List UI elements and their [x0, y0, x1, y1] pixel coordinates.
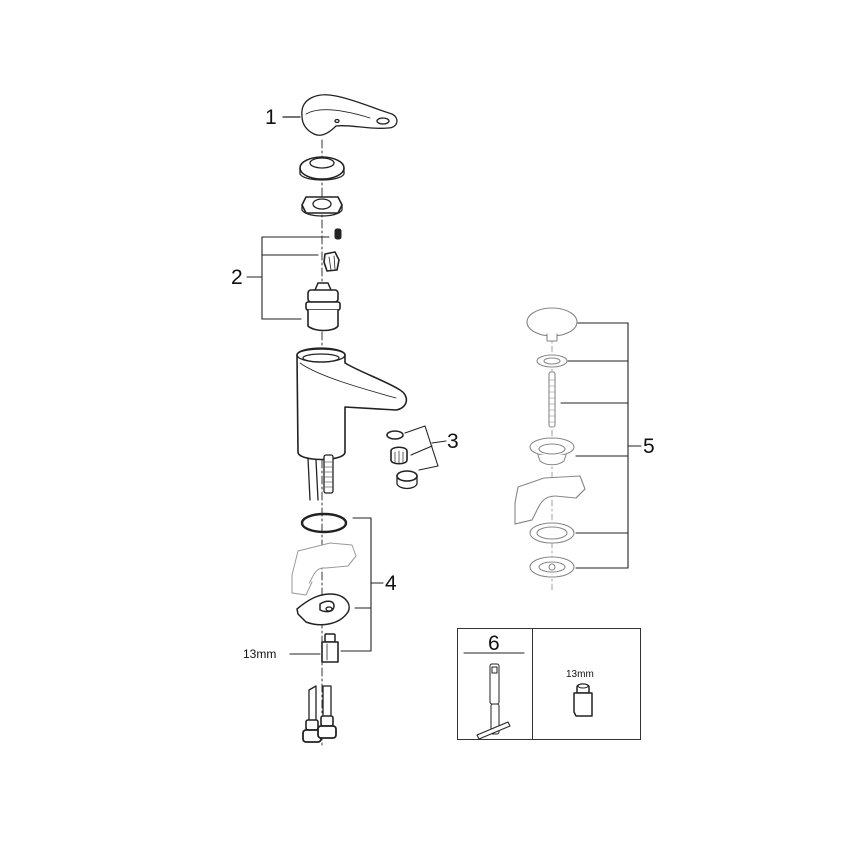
supply-hoses-part	[302, 685, 337, 743]
tool-key-part	[463, 652, 525, 740]
o-ring-part	[300, 512, 348, 534]
kit-divider	[532, 629, 533, 739]
callout-4: 4	[385, 572, 397, 595]
tools-kit-box	[457, 628, 641, 740]
mixer-body-part	[296, 347, 408, 501]
callout-1: 1	[265, 106, 277, 129]
waste-set-parts	[514, 307, 586, 591]
bracket-5	[560, 322, 642, 569]
cartridge-set-part	[305, 228, 342, 332]
basin-section-ghost-right	[514, 475, 586, 525]
basin-section-ghost	[291, 542, 357, 596]
pop-up-cap	[526, 307, 578, 337]
callout-3: 3	[447, 430, 459, 453]
escutcheon-cap-part	[299, 156, 345, 181]
callout-6: 6	[488, 632, 500, 655]
bracket-3	[404, 425, 447, 471]
tool-socket-part	[573, 683, 593, 717]
bracket-2	[246, 236, 330, 320]
bracket-4	[340, 517, 384, 652]
lever-handle-part	[301, 94, 398, 136]
threaded-stud-part	[321, 633, 339, 663]
callout-5: 5	[643, 435, 655, 458]
dimension-label-13mm: 13mm	[243, 647, 277, 661]
retaining-nut-part	[301, 196, 343, 217]
aerator-set-part	[386, 430, 418, 490]
socket-size-label: 13mm	[566, 669, 594, 680]
horseshoe-clamp-part	[296, 593, 350, 626]
callout-2: 2	[231, 266, 243, 289]
